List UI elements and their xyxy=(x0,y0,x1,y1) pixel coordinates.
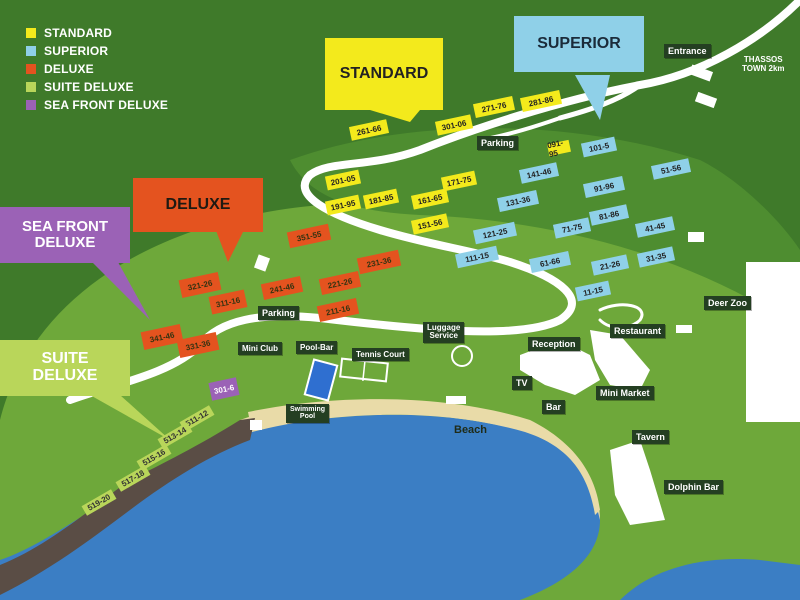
legend-swatch xyxy=(26,28,36,38)
legend-item: SUPERIOR xyxy=(26,42,168,60)
building xyxy=(688,232,704,242)
roundabout xyxy=(451,345,473,367)
place-tv[interactable]: TV xyxy=(512,376,532,390)
rocks xyxy=(0,418,255,595)
superior-pointer xyxy=(575,75,610,120)
place-reception[interactable]: Reception xyxy=(528,337,580,351)
suite-pointer xyxy=(90,395,170,440)
callout-standard-text: STANDARD xyxy=(339,64,429,82)
place-mini-club[interactable]: Mini Club xyxy=(238,342,282,355)
legend-item: SUITE DELUXE xyxy=(26,78,168,96)
place-mini-market[interactable]: Mini Market xyxy=(596,386,654,400)
callout-sea-front-line2: DELUXE xyxy=(34,234,96,251)
callout-suite-line1: SUITE xyxy=(41,350,89,368)
upper-land xyxy=(290,128,800,330)
legend-label: SUPERIOR xyxy=(44,44,109,58)
legend-swatch xyxy=(26,100,36,110)
legend-swatch xyxy=(26,82,36,92)
legend: STANDARD SUPERIOR DELUXE SUITE DELUXE SE… xyxy=(26,24,168,114)
callout-sea-front-line1: SEA FRONT xyxy=(21,218,109,236)
legend-item: SEA FRONT DELUXE xyxy=(26,96,168,114)
place-bar[interactable]: Bar xyxy=(542,400,566,414)
legend-swatch xyxy=(26,64,36,74)
swimming-pool xyxy=(303,358,339,402)
place-pool-bar[interactable]: Pool-Bar xyxy=(296,341,338,354)
building xyxy=(250,420,262,430)
legend-label: SEA FRONT DELUXE xyxy=(44,98,169,112)
legend-swatch xyxy=(26,46,36,56)
callout-superior-text: SUPERIOR xyxy=(537,34,621,52)
deluxe-pointer xyxy=(215,228,245,262)
callout-standard: STANDARD xyxy=(325,38,443,110)
legend-item: DELUXE xyxy=(26,60,168,78)
legend-label: SUITE DELUXE xyxy=(44,80,134,94)
tavern-building xyxy=(610,440,665,525)
callout-suite-line2: DELUXE xyxy=(32,367,98,384)
building xyxy=(676,325,692,333)
unit-standard[interactable]: 091-95 xyxy=(546,138,572,159)
sea xyxy=(0,414,600,600)
restaurant-building xyxy=(590,330,650,390)
place-beach: Beach xyxy=(454,424,488,436)
place-entrance[interactable]: Entrance xyxy=(664,44,711,58)
place-swimming-line2: Pool xyxy=(299,413,316,421)
legend-label: STANDARD xyxy=(44,26,113,40)
place-dolphin-bar[interactable]: Dolphin Bar xyxy=(664,480,723,494)
callout-superior: SUPERIOR xyxy=(514,16,644,72)
place-thassos-line2: TOWN 2km xyxy=(742,63,785,73)
place-tennis-court[interactable]: Tennis Court xyxy=(352,348,409,361)
place-luggage-line1: Luggage xyxy=(427,323,461,332)
callout-deluxe: DELUXE xyxy=(133,178,263,232)
place-restaurant[interactable]: Restaurant xyxy=(610,324,666,338)
callout-deluxe-text: DELUXE xyxy=(165,195,231,213)
building xyxy=(446,396,466,404)
deer-zoo-area xyxy=(746,262,800,422)
sea-right xyxy=(620,559,800,600)
place-parking-mid[interactable]: Parking xyxy=(258,306,300,320)
seafront-pointer xyxy=(92,262,150,320)
place-luggage-line2: Service xyxy=(429,331,458,341)
place-thassos-line1: THASSOS xyxy=(743,55,783,64)
legend-item: STANDARD xyxy=(26,24,168,42)
reception-building xyxy=(520,340,600,395)
legend-label: DELUXE xyxy=(44,62,94,76)
place-tavern[interactable]: Tavern xyxy=(632,430,669,444)
place-swimming-line1: Swimming xyxy=(290,406,326,413)
standard-pointer xyxy=(370,110,420,122)
place-parking-top[interactable]: Parking xyxy=(477,136,519,150)
place-deer-zoo[interactable]: Deer Zoo xyxy=(704,296,752,310)
